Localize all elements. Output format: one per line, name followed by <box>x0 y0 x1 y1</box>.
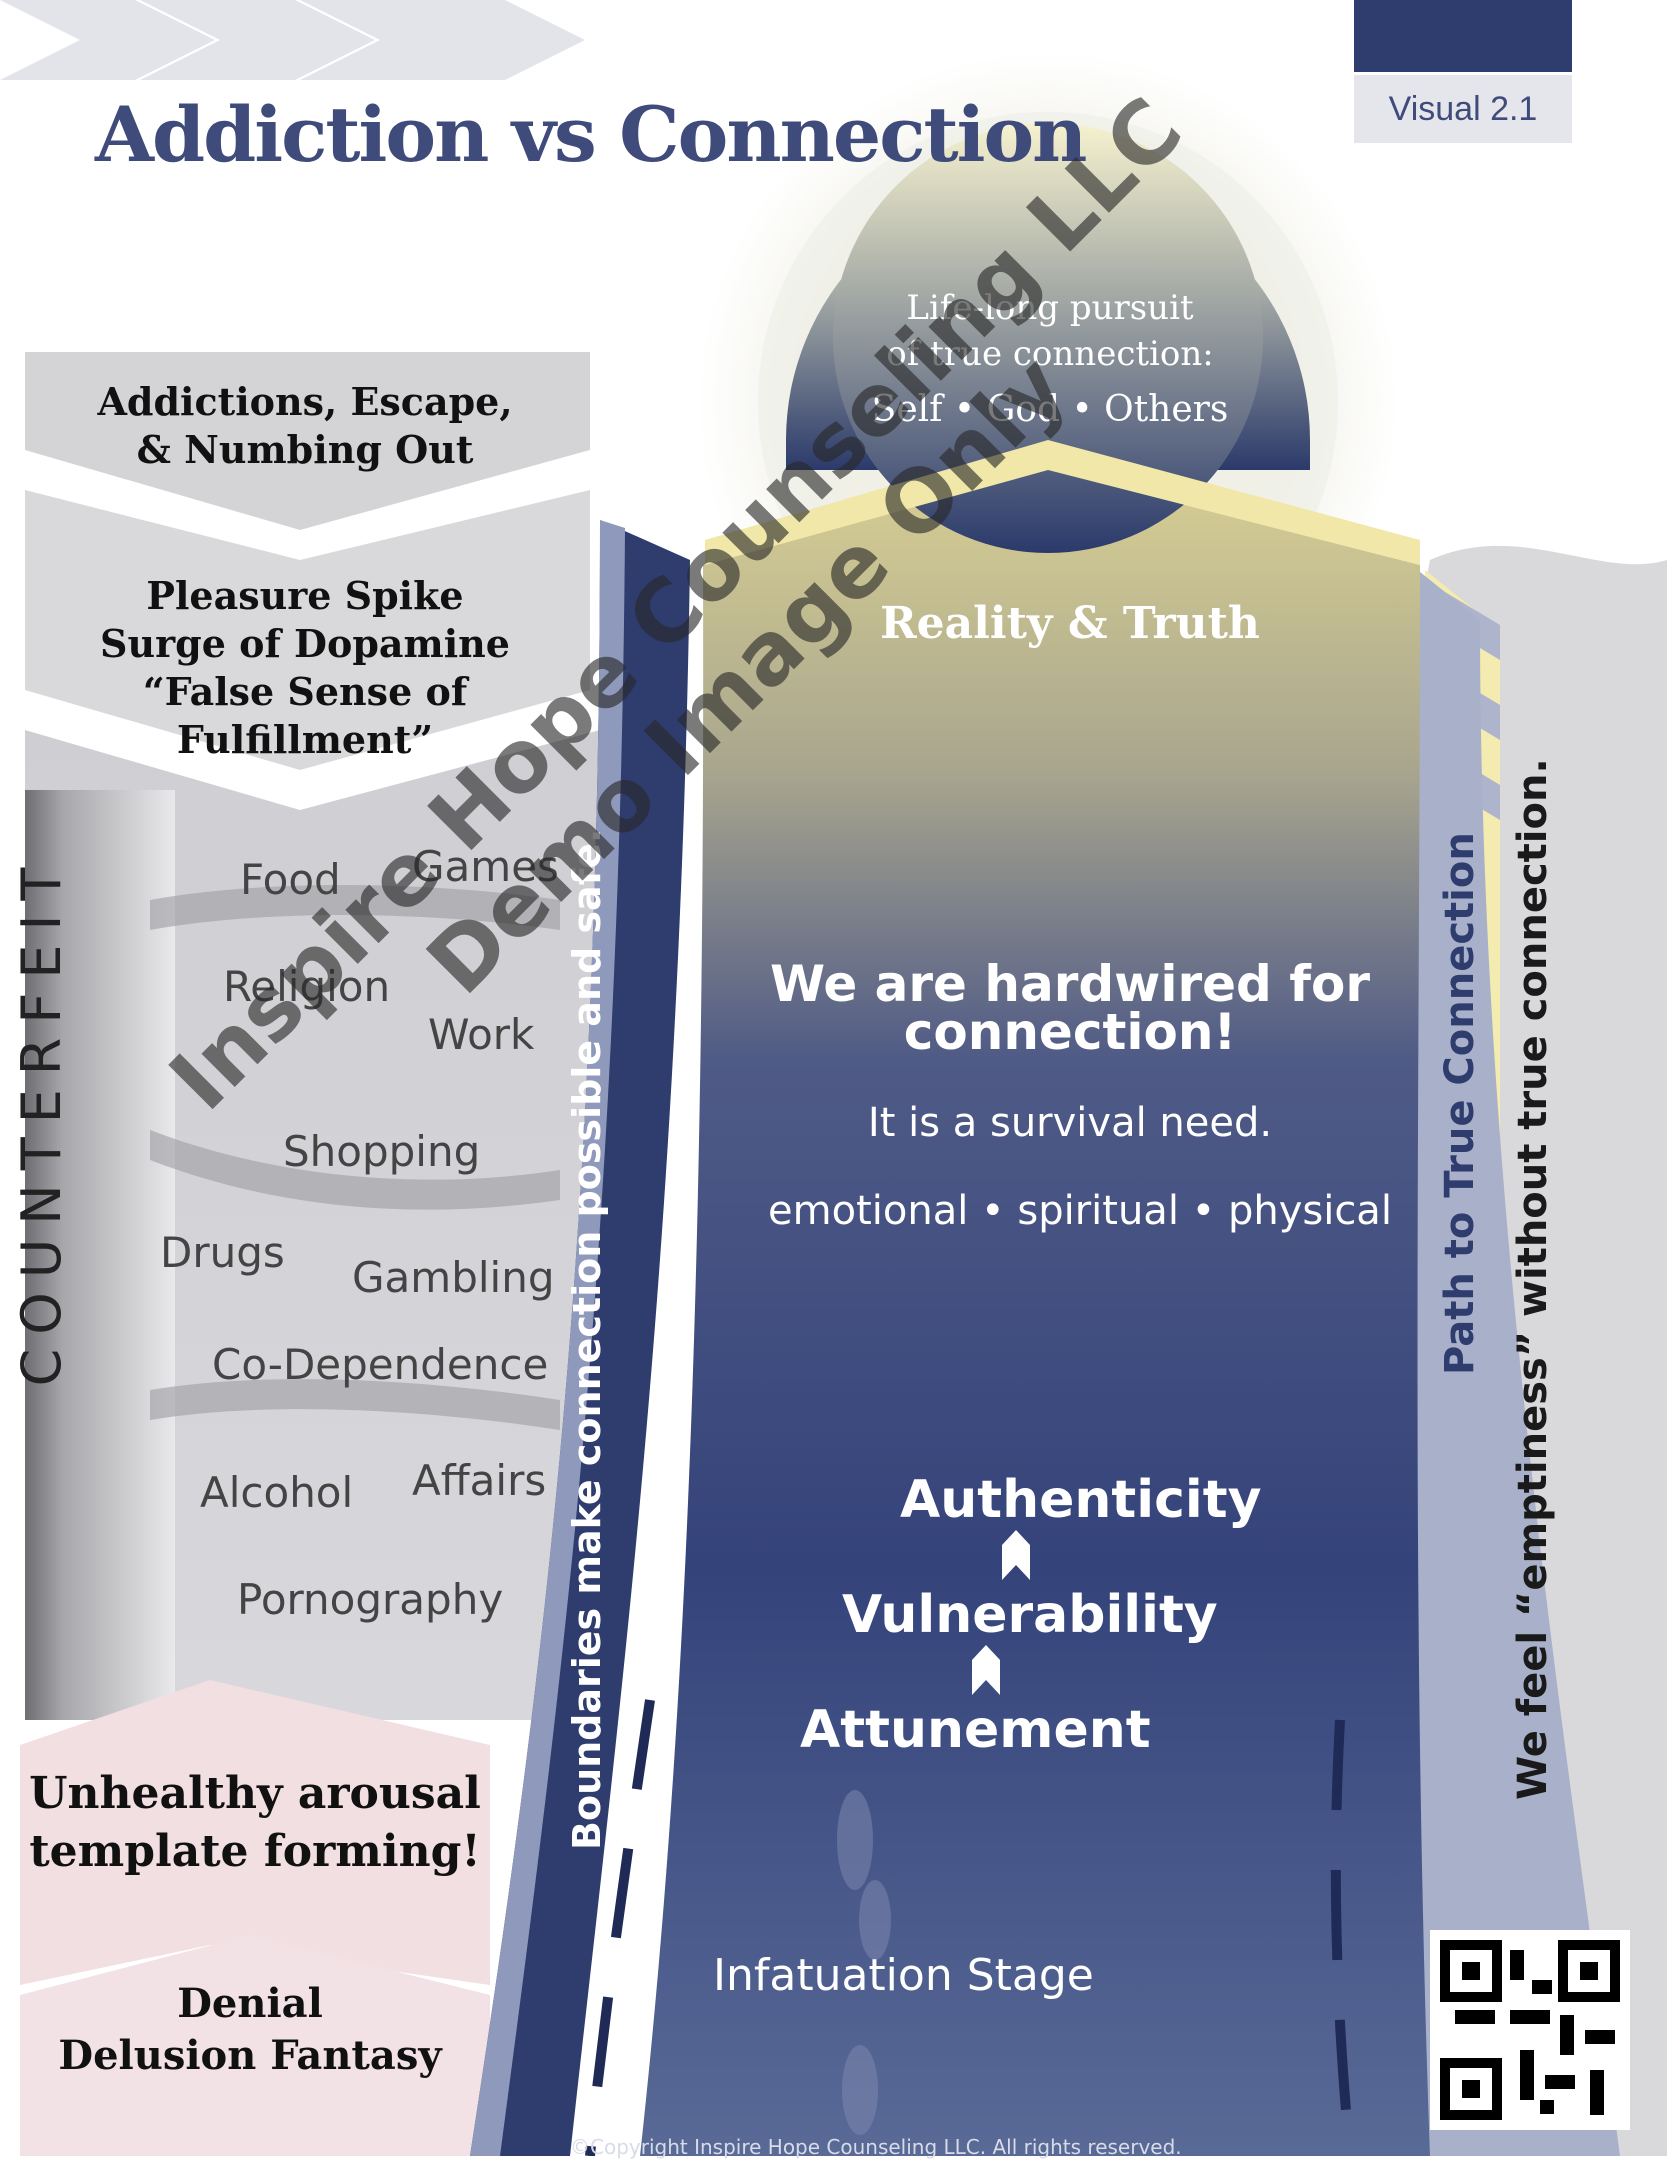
item-drugs: Drugs <box>160 1228 285 1277</box>
box-addictions-line2: & Numbing Out <box>136 427 474 472</box>
footprints-icon <box>837 1790 891 2135</box>
hardwired-heading: We are hardwired for connection! <box>710 955 1430 1061</box>
item-alcohol: Alcohol <box>200 1468 354 1517</box>
item-pornography: Pornography <box>237 1575 504 1624</box>
chevrons-icon <box>0 0 585 80</box>
circle-text: Life-long pursuit of true connection: Se… <box>830 285 1270 433</box>
pink-box-line1: Unhealthy arousal <box>29 1768 481 1819</box>
box-pleasure-line3: “False Sense of Fulfillment” <box>142 669 468 762</box>
aspects-text: emotional • spiritual • physical <box>768 1188 1392 1234</box>
box-pleasure: Pleasure Spike Surge of Dopamine “False … <box>30 572 580 764</box>
stage-authenticity: Authenticity <box>900 1470 1262 1530</box>
box-addictions: Addictions, Escape, & Numbing Out <box>30 378 580 474</box>
infatuation-stage: Infatuation Stage <box>713 1950 1094 2001</box>
item-affairs: Affairs <box>412 1456 547 1505</box>
stage-attunement: Attunement <box>800 1700 1151 1760</box>
emptiness-text: We feel “emptiness” without true connect… <box>1510 758 1556 1800</box>
item-food: Food <box>240 855 341 904</box>
pink-box: Unhealthy arousal template forming! <box>20 1765 490 1881</box>
reality-truth-label: Reality & Truth <box>880 598 1260 649</box>
copyright: ©Copyright Inspire Hope Counseling LLC. … <box>570 2135 1182 2159</box>
visual-badge: Visual 2.1 <box>1354 75 1572 143</box>
page-title: Addiction vs Connection <box>95 90 1087 179</box>
denial-line1: Denial <box>177 1980 323 2027</box>
item-religion: Religion <box>223 962 391 1011</box>
boundaries-ribbon-text: Boundaries make connection possible and … <box>565 828 609 1850</box>
denial-line2: Delusion Fantasy <box>58 2032 442 2079</box>
qr-code-icon <box>1430 1930 1630 2130</box>
hardwired-line1: We are hardwired for <box>769 955 1371 1013</box>
pink-box-line2: template forming! <box>29 1826 481 1877</box>
up-arrow-icon <box>972 1530 1030 1695</box>
circle-line3: Self • God • Others <box>871 389 1229 430</box>
circle-line2: of true connection: <box>886 334 1214 374</box>
item-shopping: Shopping <box>283 1127 481 1176</box>
path-ribbon-text: Path to True Connection <box>1437 832 1483 1375</box>
counterfeit-label: COUNTERFEIT <box>10 853 73 1387</box>
box-pleasure-line1: Pleasure Spike <box>146 573 464 618</box>
circle-line1: Life-long pursuit <box>906 288 1194 328</box>
item-co-dependence: Co-Dependence <box>212 1340 549 1389</box>
stage-vulnerability: Vulnerability <box>842 1585 1218 1645</box>
box-pleasure-line2: Surge of Dopamine <box>100 621 510 666</box>
item-gambling: Gambling <box>352 1253 555 1302</box>
item-work: Work <box>428 1010 535 1059</box>
survival-need: It is a survival need. <box>867 1100 1273 1146</box>
hardwired-line2: connection! <box>903 1003 1237 1061</box>
badge-bar <box>1354 0 1572 72</box>
denial-box: Denial Delusion Fantasy <box>20 1978 480 2082</box>
item-games: Games <box>412 842 559 891</box>
box-addictions-line1: Addictions, Escape, <box>97 379 513 424</box>
